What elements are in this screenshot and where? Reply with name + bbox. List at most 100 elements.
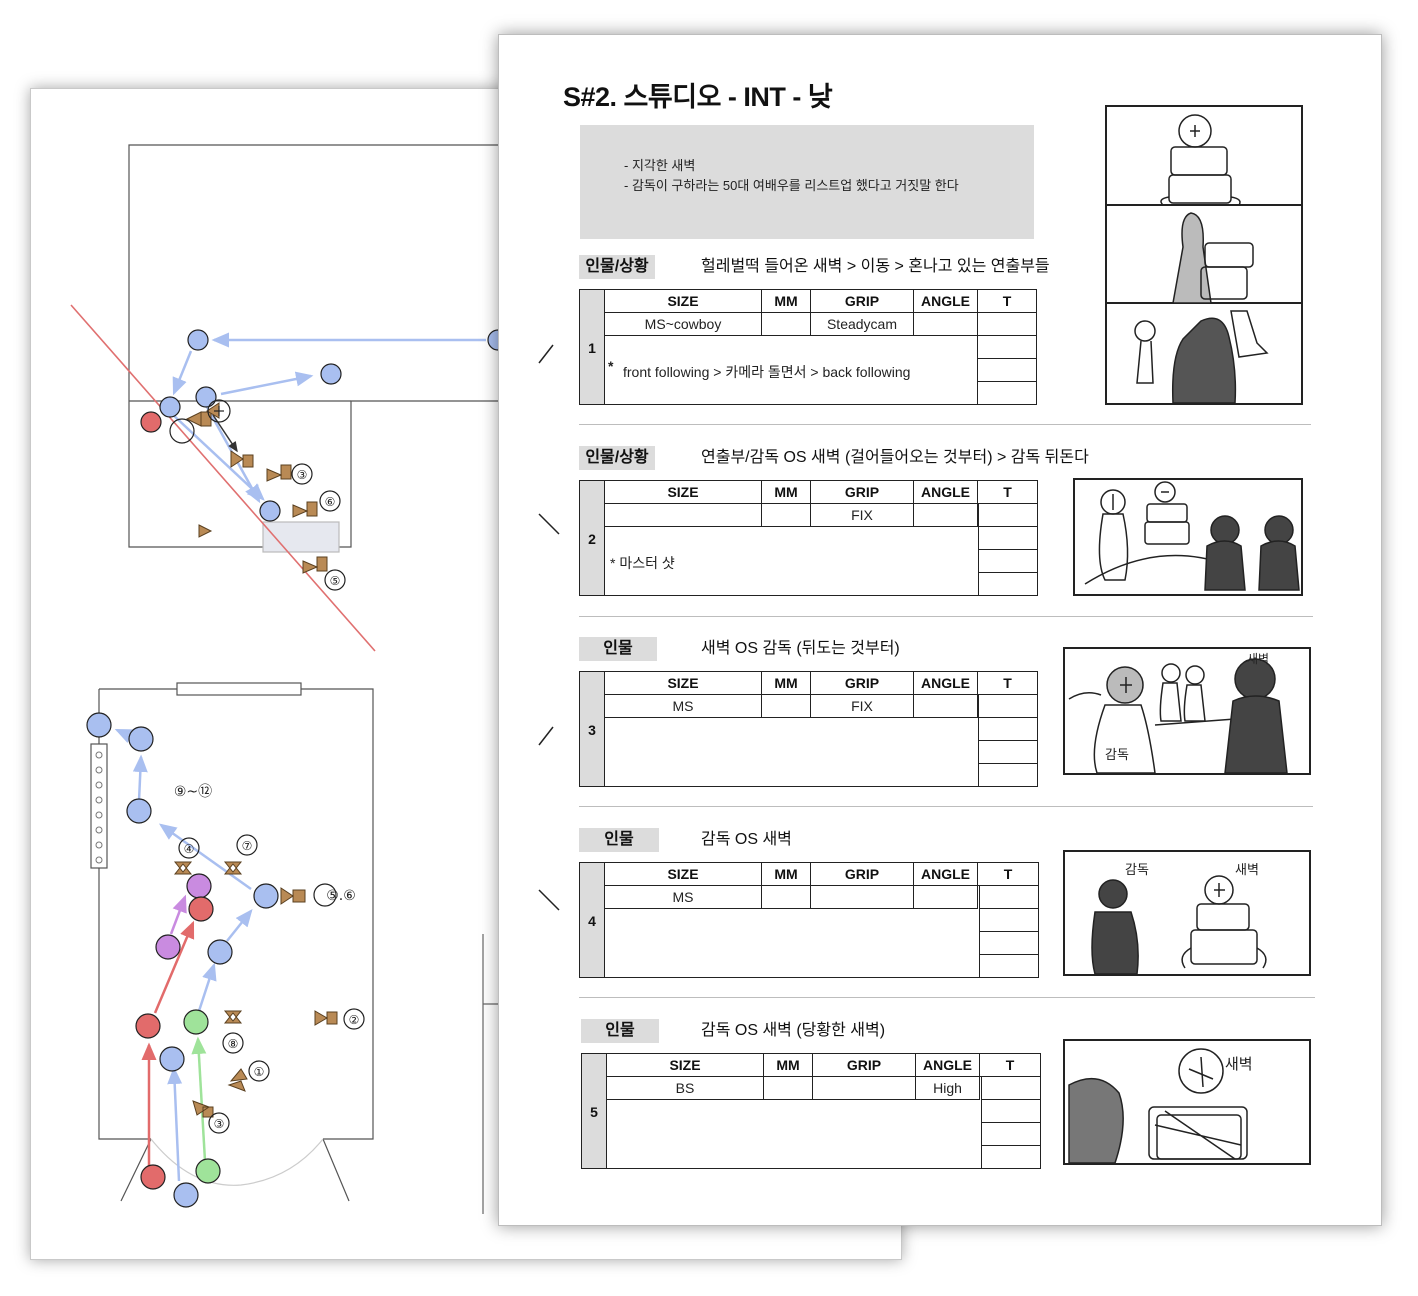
value-angle <box>914 695 978 718</box>
value-size <box>605 504 762 527</box>
shot-table: 1 SIZE MM GRIP ANGLE T MS~cowboy Steadyc… <box>579 289 1037 405</box>
t-cell <box>978 741 1037 764</box>
header-grip: GRIP <box>811 481 914 504</box>
shot-description: 감독 OS 새벽 <box>701 831 792 848</box>
header-size: SIZE <box>607 1054 764 1077</box>
actor-purple <box>186 873 212 899</box>
t-cell <box>977 359 1036 382</box>
t-cell <box>977 313 1036 336</box>
t-cell <box>981 1100 1040 1123</box>
value-grip: FIX <box>811 695 914 718</box>
storyboard-sketch: 감독 새벽 <box>1063 647 1311 775</box>
camera-markers <box>185 402 328 574</box>
axis-line <box>70 304 376 652</box>
check-mark <box>538 726 554 746</box>
bottom-floor-plan <box>90 682 501 1214</box>
actor-blue <box>195 386 217 408</box>
cam-label: ② <box>349 1013 360 1027</box>
t-cell <box>977 382 1036 404</box>
shot-number-cell: 2 <box>580 481 605 595</box>
check-mark <box>538 513 560 535</box>
t-cell <box>978 550 1037 573</box>
header-size: SIZE <box>605 863 762 886</box>
sketch-label: 새벽 <box>1235 863 1259 878</box>
cam-label: ⑥ <box>325 495 336 509</box>
shot-description: 감독 OS 새벽 (당황한 새벽) <box>701 1022 886 1039</box>
blocking-diagram: ③ ⑥ ⑤ <box>70 144 509 1214</box>
header-t: T <box>980 1054 1040 1077</box>
actor-red <box>135 1013 161 1039</box>
value-mm <box>762 313 811 336</box>
sketch-label: 감독 <box>1125 863 1149 878</box>
value-size: MS <box>605 695 762 718</box>
synopsis-box: - 지각한 새벽 - 감독이 구하라는 50대 여배우를 리스트업 했다고 거짓… <box>580 125 1034 239</box>
shot-separator <box>579 997 1315 998</box>
scene-title: S#2. 스튜디오 - INT - 낮 <box>563 82 833 112</box>
shot-table: 3 SIZE MM GRIP ANGLE T MS FIX <box>579 671 1038 787</box>
shot-table: 5 SIZE MM GRIP ANGLE T BS High <box>581 1053 1041 1169</box>
t-cell <box>979 932 1038 955</box>
header-mm: MM <box>762 672 811 695</box>
value-size: MS~cowboy <box>605 313 762 336</box>
header-grip: GRIP <box>813 1054 916 1077</box>
header-t: T <box>978 481 1037 504</box>
t-cell <box>978 504 1037 527</box>
shot-separator <box>579 806 1313 807</box>
header-t: T <box>978 290 1036 313</box>
actor-blue <box>128 726 154 752</box>
header-grip: GRIP <box>811 290 914 313</box>
shot-table: 2 SIZE MM GRIP ANGLE T FIX * 마스터 샷 <box>579 480 1038 596</box>
value-mm <box>762 504 811 527</box>
check-mark <box>538 889 560 911</box>
actor-red <box>188 896 214 922</box>
shot-description: 헐레벌떡 들어온 새벽 > 이동 > 혼나고 있는 연출부들 <box>701 258 1050 275</box>
synopsis-line: - 감독이 구하라는 50대 여배우를 리스트업 했다고 거짓말 한다 <box>624 178 959 193</box>
t-cell <box>978 718 1037 741</box>
actor-blue <box>159 396 181 418</box>
header-size: SIZE <box>605 481 762 504</box>
header-mm: MM <box>762 481 811 504</box>
header-angle: ANGLE <box>914 481 978 504</box>
t-cell <box>978 527 1037 550</box>
camera-markers <box>173 861 338 1118</box>
shot-note: front following > 카메라 돌면서 > back followi… <box>623 364 911 380</box>
actor-red <box>140 411 162 433</box>
value-mm <box>764 1077 813 1100</box>
header-size: SIZE <box>605 290 762 313</box>
cam-label: ⑨~⑫ <box>174 784 212 800</box>
shot-number-cell: 1 <box>580 290 605 404</box>
shot-label: 인물 <box>579 637 657 661</box>
actor-red <box>140 1164 166 1190</box>
shot-table: 4 SIZE MM GRIP ANGLE T MS <box>579 862 1039 978</box>
value-size: MS <box>605 886 762 909</box>
actor-blue <box>253 883 279 909</box>
sketch-label: 새벽 <box>1225 1055 1253 1073</box>
actor-blue <box>173 1182 199 1208</box>
cam-label: ④ <box>184 842 195 856</box>
value-grip <box>811 886 914 909</box>
value-grip: FIX <box>811 504 914 527</box>
value-angle <box>914 313 978 336</box>
cam-label: ③ <box>297 468 308 482</box>
value-mm <box>762 886 811 909</box>
value-angle <box>914 886 978 909</box>
note-star: * <box>608 358 614 374</box>
header-mm: MM <box>764 1054 813 1077</box>
t-cell <box>978 764 1037 786</box>
sketch-label: 새벽 <box>1247 652 1269 666</box>
synopsis-line: - 지각한 새벽 <box>624 158 696 173</box>
cam-label: ⑤.⑥ <box>326 888 356 904</box>
value-angle <box>914 504 978 527</box>
header-size: SIZE <box>605 672 762 695</box>
t-cell <box>979 886 1038 909</box>
t-cell <box>981 1077 1040 1100</box>
shot-separator <box>579 616 1313 617</box>
t-cell <box>977 336 1036 359</box>
shot-label: 인물/상황 <box>579 255 655 279</box>
shot-label: 인물 <box>581 1019 659 1043</box>
header-grip: GRIP <box>811 672 914 695</box>
t-cell <box>979 909 1038 932</box>
header-t: T <box>978 672 1037 695</box>
cam-label: ⑧ <box>228 1037 239 1051</box>
shot-separator <box>579 424 1311 425</box>
